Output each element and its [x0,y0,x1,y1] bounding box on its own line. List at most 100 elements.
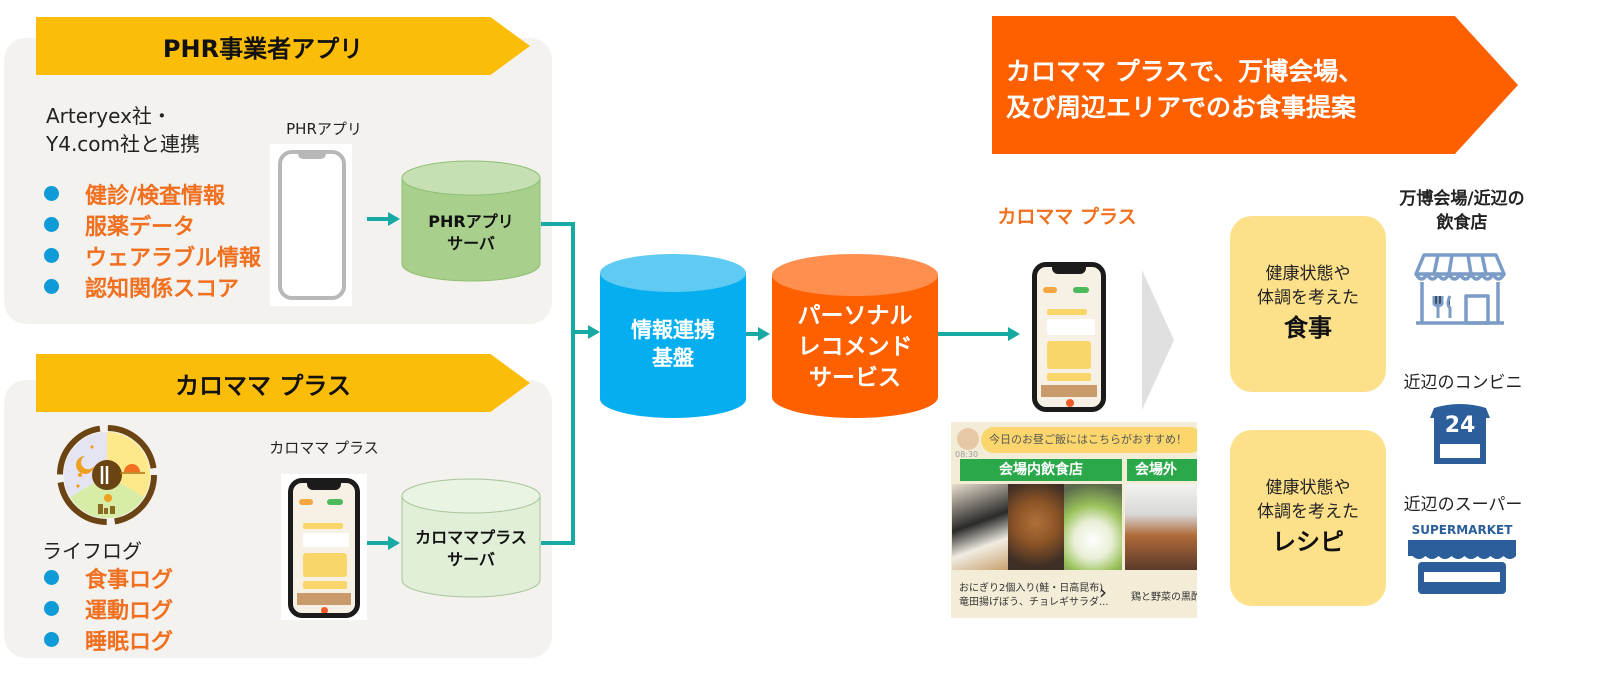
bullet-dot [44,279,59,294]
list-item: 認知関係スコア [44,271,261,302]
lifelog-label: ライフログ [42,539,142,563]
karomama-plus-server: カロママプラス サーバ [401,478,541,598]
phr-banner: PHR事業者アプリ [36,17,530,75]
convenience-store-label: 近辺のコンビニ [1403,373,1523,393]
food-photo-karaage [1008,484,1064,570]
phr-app-server: PHRアプリ サーバ [401,160,541,282]
app-stat-chip [299,499,313,505]
bullet-dot [44,248,59,263]
lifelog-list: 食事ログ 運動ログ 睡眠ログ [44,562,173,655]
karomama-phone-caption: カロママ プラス [269,439,379,457]
arrowhead-icon [588,325,600,339]
app-chat-bubble [1047,309,1087,315]
arrowhead-icon [388,536,400,550]
app-food-strip [297,593,351,605]
karomama-server-label: カロママプラス サーバ [415,528,527,569]
connector-bracket [571,222,575,545]
arrowhead-icon [1008,327,1020,341]
item-caption: おにぎり2個入り(鮭・日高昆布) 竜田揚げぼう、チョレギサラダ... [959,583,1109,608]
phone-notch [1052,267,1086,274]
arrowhead-icon [758,327,770,341]
app-food-strip [1041,385,1097,397]
phr-banner-title: PHR事業者アプリ [162,34,364,63]
app-nav-center-button [1066,399,1074,407]
list-item: 運動ログ [44,593,173,624]
item-caption-outside: 鶏と野菜の黒酢 [1131,592,1197,603]
app-chat-bubble [303,553,347,577]
integration-cylinder-shape [600,254,746,418]
phr-server-label: PHRアプリ サーバ [428,212,514,253]
connector-line [574,330,590,334]
chat-time: 08:30 [955,450,979,459]
phr-server-cylinder-shape [401,160,541,282]
phr-app-phone-icon [278,150,346,300]
connector-line [746,332,760,336]
bullet-dot [44,601,59,616]
tab-outside-venue[interactable]: 会場外 [1127,459,1197,481]
supermarket-label: 近辺のスーパー [1403,495,1523,515]
app-chat-card [303,533,349,547]
connector-line [541,222,574,226]
chat-message: 今日のお昼ご飯にはこちらがおすすめ！ [981,427,1197,453]
arrowhead-icon [388,212,400,226]
restaurant-label: 万博会場/近辺の 飲食店 [1399,189,1525,233]
connector-line [367,541,391,545]
app-nav-center-button [321,607,328,613]
food-photo-onigiri [952,484,1008,570]
list-item: 食事ログ [44,562,173,593]
healthy-recipe-box: 健康状態や 体調を考えた レシピ [1230,430,1386,606]
app-stat-chip [327,499,343,505]
app-chat-bubble [303,523,343,529]
list-item: 服薬データ [44,209,261,240]
phone-notch [307,483,341,490]
phr-intro-line2: Y4.com社と連携 [46,132,201,156]
karomama-app-phone-screenshot [288,478,360,618]
karomama-banner-title: カロママ プラス [175,371,351,400]
phr-phone-caption: PHRアプリ [286,120,362,138]
bullet-dot [44,186,59,201]
headline-text: カロママ プラスで、万博会場、 及び周辺エリアでのお食事提案 [1006,57,1364,122]
phr-intro-line1: Arteryex社・ [46,104,172,128]
headline-banner: カロママ プラスで、万博会場、 及び周辺エリアでのお食事提案 [992,16,1518,154]
app-chat-bubble [303,581,347,589]
app-chat-bubble [1047,373,1091,381]
lifelog-cycle-icon [57,425,157,525]
bullet-dot [44,632,59,647]
list-item: 睡眠ログ [44,624,173,655]
food-photo-outside [1125,484,1197,570]
connector-line [541,541,574,545]
app-stat-chip [1073,287,1089,293]
phone-notch [298,153,326,159]
integration-label: 情報連携 基盤 [631,318,715,370]
recommend-cylinder-shape [772,254,938,418]
app-chat-bubble [1047,341,1091,369]
personal-recommend-service: パーソナル レコメンド サービス [772,254,938,418]
phr-data-list: 健診/検査情報 服薬データ ウェアラブル情報 認知関係スコア [44,178,261,302]
supermarket-sign-text: SUPERMARKET [1412,523,1514,537]
list-item: 健診/検査情報 [44,178,261,209]
karomama-app-phone-screenshot-large [1032,262,1106,412]
assistant-avatar [957,428,979,450]
convenience-icon-text: 24 [1445,413,1476,438]
app-title: カロママ プラス [997,206,1137,228]
flow-chevron-icon [1142,270,1174,410]
healthy-meal-box: 健康状態や 体調を考えた 食事 [1230,216,1386,392]
recommendation-chat-card: 08:30 今日のお昼ご飯にはこちらがおすすめ！ 会場内飲食店 会場外 おにぎり… [951,422,1197,618]
restaurant-store-icon [1414,253,1506,325]
tab-venue-restaurants[interactable]: 会場内飲食店 [960,459,1122,481]
app-chat-card [1047,319,1095,335]
bullet-dot [44,217,59,232]
chevron-right-icon[interactable]: › [1099,580,1107,604]
supermarket-icon: SUPERMARKET [1408,523,1516,594]
information-integration-platform: 情報連携 基盤 [600,254,746,418]
phr-intro: Arteryex社・ Y4.com社と連携 [46,102,200,158]
food-photo-salad [1064,484,1122,570]
karomama-server-cylinder-shape [401,478,541,598]
app-stat-chip [1043,287,1057,293]
connector-line [938,332,1010,336]
bullet-dot [44,570,59,585]
convenience-store-24h-icon: 24 [1430,404,1490,464]
recommend-label: パーソナル レコメンド サービス [797,302,913,391]
karomama-banner: カロママ プラス [36,354,530,412]
list-item: ウェアラブル情報 [44,240,261,271]
